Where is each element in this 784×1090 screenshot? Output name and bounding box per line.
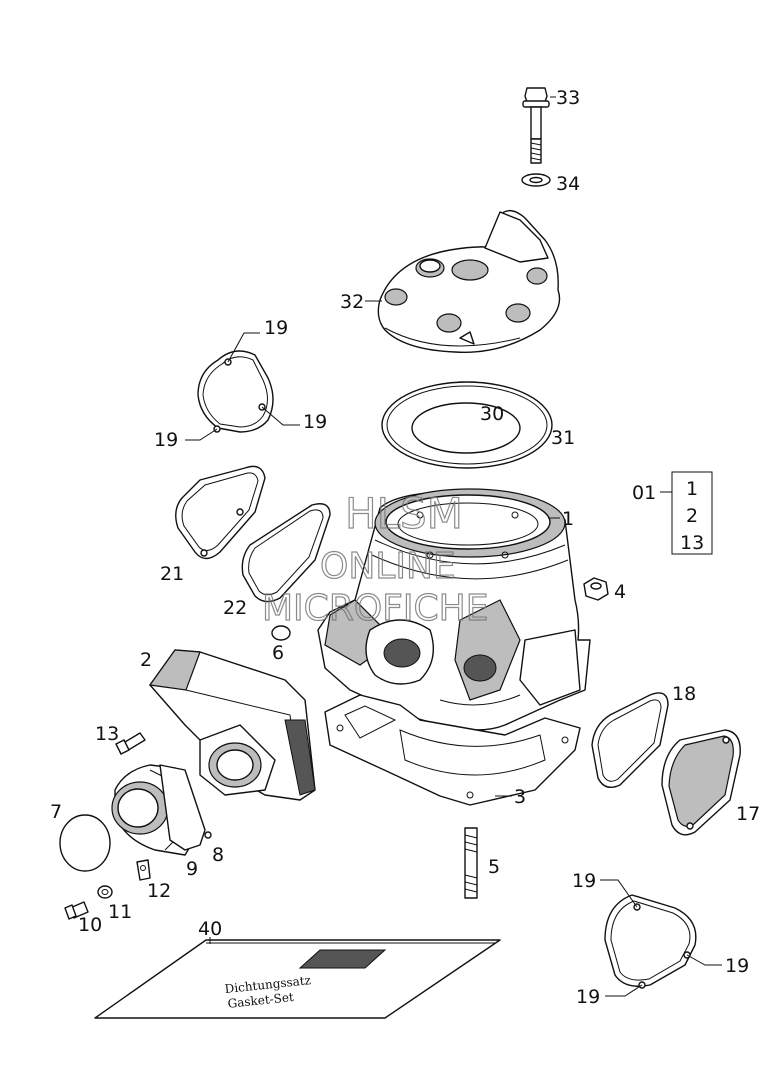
kit-reference-box [660,471,713,555]
watermark-line2: ONLINE [320,546,456,587]
callout-32: 32 [340,291,364,313]
callout-21: 21 [160,563,184,585]
callout-7: 7 [50,801,62,823]
callout-31: 31 [551,427,575,449]
stud-part-5 [464,827,478,899]
callout-01: 01 [632,482,656,504]
callout-2: 2 [140,649,152,671]
callout-22: 22 [223,597,247,619]
bolt-part-13 [115,732,146,755]
callout-01-item-13: 13 [680,532,704,554]
housing-part-2 [148,649,316,801]
watermark-line3: MICROFICHE [262,588,488,629]
cylinder-head-part-32 [377,210,561,354]
callout-17: 17 [736,803,760,825]
gasket-set-packet-part-40: Dichtungssatz Gasket-Set [94,939,501,1019]
callout-19e: 19 [725,955,749,977]
callout-10: 10 [78,914,102,936]
gasket-part-21 [175,465,266,560]
o-ring-part-7 [59,814,111,872]
flange-part-9 [111,764,201,856]
callout-8: 8 [212,844,224,866]
callout-33: 33 [556,87,580,109]
callout-19c: 19 [154,429,178,451]
callout-6: 6 [272,642,284,664]
bolt-part-33 [522,87,550,164]
packet-label-line2: Gasket-Set [227,990,295,1011]
gasket-part-18 [591,692,669,788]
callout-19d: 19 [572,870,596,892]
callout-30: 30 [480,403,504,425]
callout-18: 18 [672,683,696,705]
callout-11: 11 [108,901,132,923]
callout-1: 1 [562,508,574,530]
callout-19f: 19 [576,986,600,1008]
cover-part-17 [661,729,741,836]
gasket-part-19-bottom [604,894,697,989]
callout-12: 12 [147,880,171,902]
callout-9: 9 [186,858,198,880]
callout-5: 5 [488,856,500,878]
base-gasket-part-3 [324,694,581,806]
o-ring-part-30 [411,402,521,454]
callout-19b: 19 [303,411,327,433]
clip-part-12 [136,859,151,881]
callout-3: 3 [514,786,526,808]
nut-part-4 [583,577,609,601]
washer-part-34 [521,173,551,187]
callout-19a: 19 [264,317,288,339]
watermark-line1: HLSM [345,489,463,538]
o-ring-part-6 [271,625,291,641]
washer-part-11 [97,885,113,899]
gasket-part-22 [241,503,331,603]
callout-13: 13 [95,723,119,745]
gasket-part-19-top [197,350,274,433]
callout-01-item-2: 2 [686,505,698,527]
gasket-part-8 [159,764,212,851]
callout-34: 34 [556,173,580,195]
bolt-part-10 [64,901,89,920]
callout-01-item-1: 1 [686,478,698,500]
callout-4: 4 [614,581,626,603]
callout-40: 40 [198,918,222,940]
watermark: HLSM ONLINE MICROFICHE [261,488,489,629]
